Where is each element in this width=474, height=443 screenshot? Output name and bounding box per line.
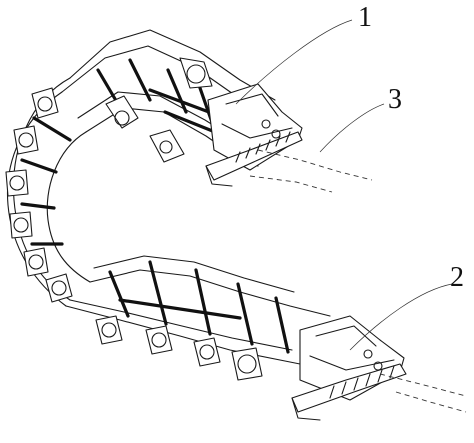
chain-bend-section: [5, 77, 91, 307]
callout-2: 2: [450, 262, 464, 293]
lower-end-bracket: [291, 315, 407, 421]
callout-1: 1: [358, 2, 372, 33]
callout-3: 3: [388, 84, 402, 115]
upper-end-bracket: [205, 83, 303, 187]
leader-lines: [235, 19, 453, 351]
upper-chain-run: [61, 29, 276, 167]
lower-chain-run: [65, 255, 331, 381]
cable-dashed-lines: [249, 149, 467, 413]
